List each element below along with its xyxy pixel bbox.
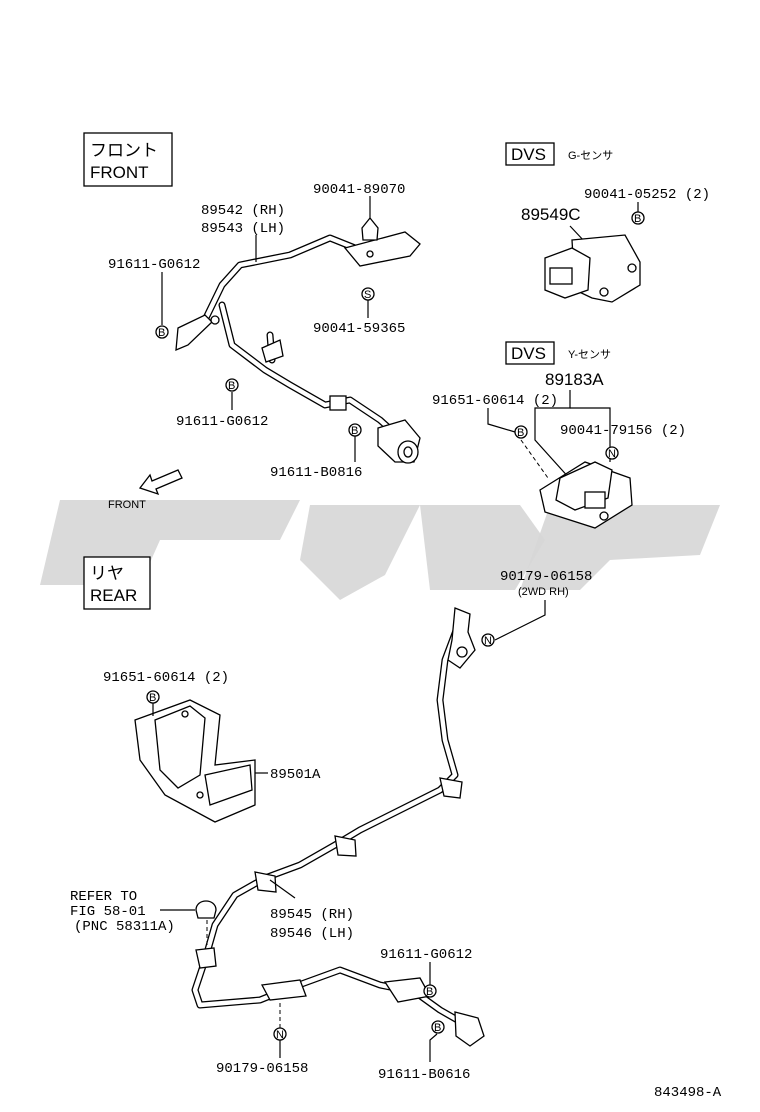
svg-text:N: N <box>484 635 492 647</box>
part-90041-89070-label: 90041-89070 <box>313 182 405 198</box>
front-box-en-label: FRONT <box>90 163 149 182</box>
dvs-2-label: DVS <box>511 344 546 363</box>
rear-section-box <box>83 556 151 610</box>
part-89501a-label: 89501A <box>270 767 321 783</box>
part-90041-05252-label: 90041-05252 (2) <box>584 187 710 203</box>
svg-text:B: B <box>158 327 165 339</box>
part-89183a-label: 89183A <box>545 370 604 389</box>
harness-bracket <box>343 231 421 267</box>
svg-text:B: B <box>426 986 433 998</box>
marker-b-7 <box>423 984 437 998</box>
svg-text:B: B <box>634 213 641 225</box>
svg-text:B: B <box>434 1022 441 1034</box>
svg-text:S: S <box>364 289 371 301</box>
front-arrow-label: FRONT <box>108 499 146 511</box>
rear-speed-sensor <box>454 1011 485 1047</box>
part-91611-g0612-c-label: 91611-G0612 <box>380 947 472 963</box>
marker-b-4 <box>631 211 645 225</box>
rear-box-jp-label: リヤ <box>90 564 124 583</box>
part-91611-b0616-label: 91611-B0616 <box>378 1067 470 1083</box>
marker-n-1 <box>605 446 619 460</box>
rear-sensor-harness <box>191 607 485 1047</box>
part-89542-label: 89542 (RH) <box>201 203 285 219</box>
part-90179-06158-a-note: (2WD RH) <box>518 586 569 598</box>
y-sensor <box>539 461 633 529</box>
part-89545-label: 89545 (RH) <box>270 907 354 923</box>
part-90179-06158-a-label: 90179-06158 <box>500 569 592 585</box>
part-89546-label: 89546 (LH) <box>270 926 354 942</box>
front-sensor-harness <box>175 231 421 464</box>
marker-b-1 <box>155 325 169 339</box>
dvs-1-note: G-センサ <box>568 149 613 162</box>
svg-text:B: B <box>517 427 524 439</box>
part-89543-label: 89543 (LH) <box>201 221 285 237</box>
marker-b-3 <box>348 423 362 437</box>
marker-s-1 <box>361 287 375 301</box>
refer-line-3: (PNC 58311A) <box>74 919 175 935</box>
marker-b-8 <box>431 1020 445 1034</box>
marker-b-5 <box>514 425 528 439</box>
part-91611-g0612-a-label: 91611-G0612 <box>108 257 200 273</box>
part-91651-60614-a-label: 91651-60614 (2) <box>432 393 558 409</box>
dvs-box-1 <box>505 142 555 166</box>
harness-clip-left <box>175 314 213 352</box>
refer-line-2: FIG 58-01 <box>70 904 146 920</box>
diagram-id: 843498-A <box>654 1085 722 1101</box>
dvs-2-note: Y-センサ <box>568 348 611 361</box>
rear-box-en-label: REAR <box>90 586 137 605</box>
front-arrow-icon <box>138 469 183 496</box>
svg-text:B: B <box>351 425 358 437</box>
part-91651-60614-b-label: 91651-60614 (2) <box>103 670 229 686</box>
svg-text:N: N <box>276 1029 284 1041</box>
part-91611-g0612-b-label: 91611-G0612 <box>176 414 268 430</box>
g-sensor <box>544 234 641 303</box>
rear-sensor-bracket <box>134 699 256 823</box>
marker-b-2 <box>225 378 239 392</box>
part-89549c-label: 89549C <box>521 205 581 224</box>
svg-text:B: B <box>228 380 235 392</box>
front-box-jp-label: フロント <box>90 141 158 160</box>
svg-text:B: B <box>149 692 156 704</box>
part-90041-59365-label: 90041-59365 <box>313 321 405 337</box>
nut-90041-89070 <box>361 216 379 241</box>
part-90041-79156-label: 90041-79156 (2) <box>560 423 686 439</box>
svg-text:N: N <box>608 448 616 460</box>
part-91611-b0816-label: 91611-B0816 <box>270 465 362 481</box>
refer-line-1: REFER TO <box>70 889 137 905</box>
dvs-box-2 <box>505 341 555 365</box>
grommet <box>195 900 217 919</box>
part-90179-06158-b-label: 90179-06158 <box>216 1061 308 1077</box>
dvs-1-label: DVS <box>511 145 546 164</box>
marker-n-2 <box>481 633 495 647</box>
front-section-box <box>83 132 173 187</box>
